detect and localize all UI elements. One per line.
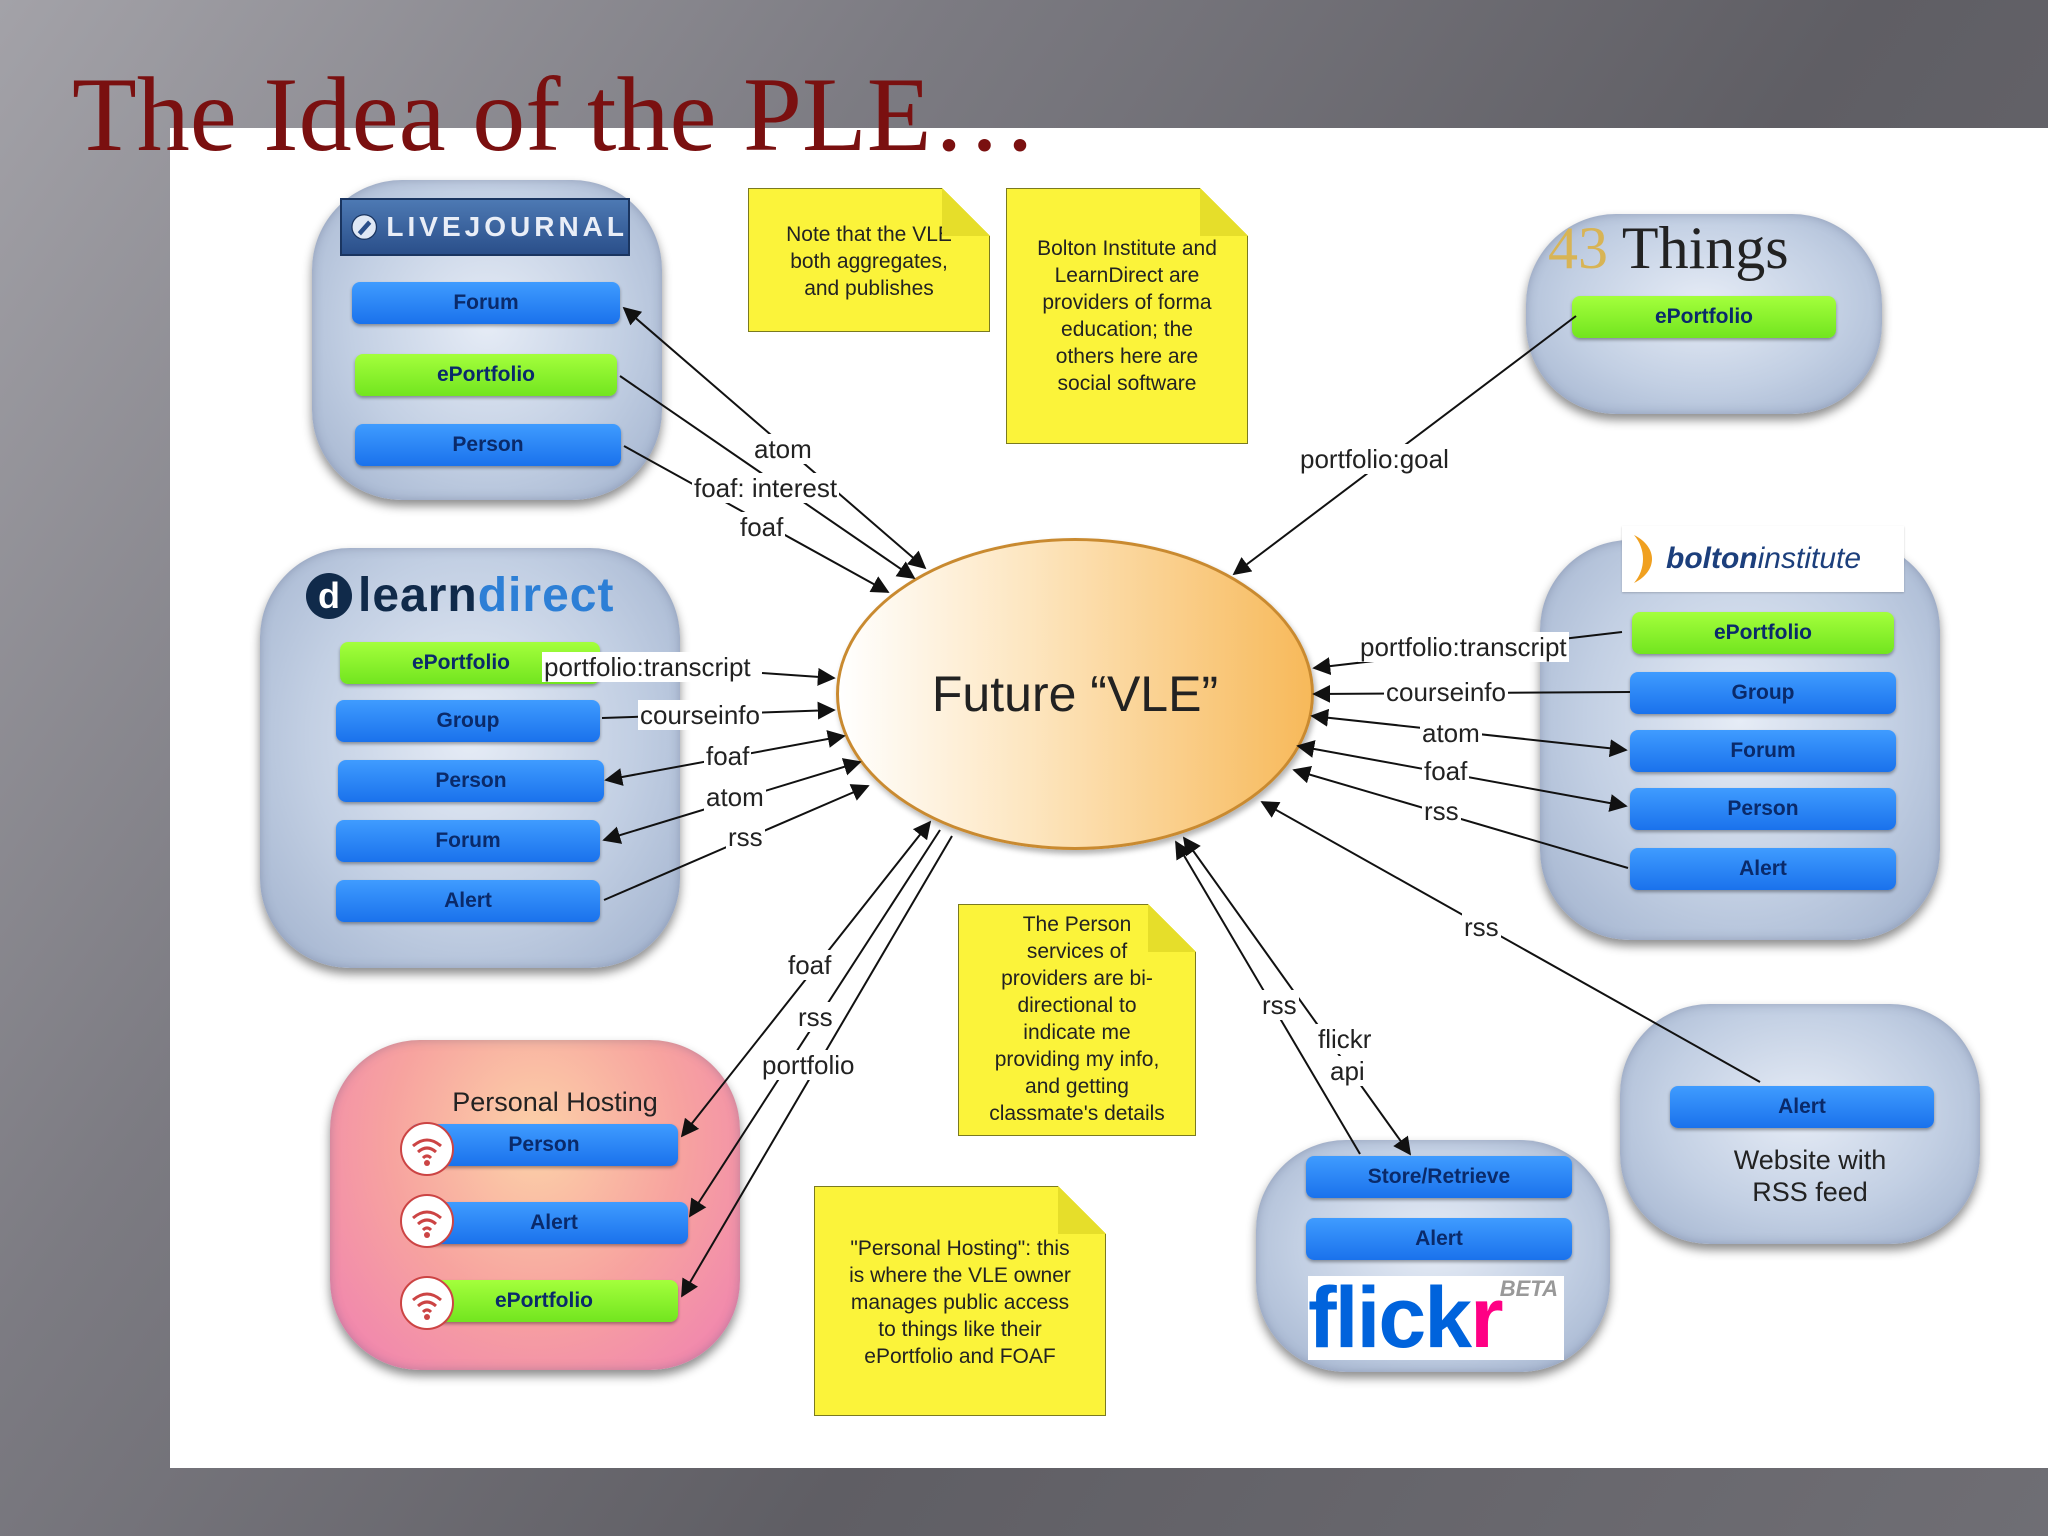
flickr-store-retrieve[interactable]: Store/Retrieve — [1306, 1156, 1572, 1198]
note-personal-hosting-line-5: ePortfolio and FOAF — [864, 1345, 1056, 1368]
label-bolton-foaf: foaf — [1422, 756, 1470, 786]
rss-feed-alert[interactable]: Alert — [1670, 1086, 1934, 1128]
bolton-forum[interactable]: Forum — [1630, 730, 1896, 772]
note-providers-line-6: social software — [1057, 372, 1197, 395]
ph-person[interactable]: Person — [410, 1124, 678, 1166]
note-providers-line-5: others here are — [1055, 345, 1199, 368]
label-foaf-interest: foaf: interest — [692, 473, 840, 503]
label-ph-foaf: foaf — [786, 950, 834, 980]
note-providers-line-1: Bolton Institute and — [1037, 237, 1217, 260]
note-aggregates-fold — [942, 188, 990, 236]
future-vle-node[interactable]: Future “VLE” — [836, 538, 1314, 850]
livejournal-logo: LIVEJOURNAL — [340, 198, 630, 256]
flickr-logo-r: r — [1470, 1270, 1503, 1366]
ph-alert[interactable]: Alert — [420, 1202, 688, 1244]
note-personal-hosting-fold — [1058, 1186, 1106, 1234]
learndirect-logo-direct: direct — [477, 569, 615, 622]
label-bolton-transcript: portfolio:transcript — [1358, 632, 1569, 662]
learndirect-logo-learn: learn — [358, 569, 478, 622]
rss-feed-caption: Website with RSS feed — [1680, 1144, 1940, 1208]
bolton-alert[interactable]: Alert — [1630, 848, 1896, 890]
note-personal-hosting-line-1: "Personal Hosting": this — [850, 1237, 1070, 1260]
label-bolton-atom: atom — [1420, 718, 1482, 748]
note-personal-hosting-line-3: manages public access — [850, 1291, 1070, 1314]
wifi-icon — [400, 1122, 454, 1176]
note-providers-line-2: LearnDirect are — [1054, 264, 1200, 287]
label-ph-portfolio: portfolio — [760, 1050, 857, 1080]
ph-eportfolio[interactable]: ePortfolio — [410, 1280, 678, 1322]
note-person-services-line-7: and getting — [1025, 1075, 1129, 1098]
wifi-icon — [400, 1276, 454, 1330]
label-portfolio-goal: portfolio:goal — [1298, 444, 1451, 474]
lj-eportfolio[interactable]: ePortfolio — [355, 354, 617, 396]
flickr-alert[interactable]: Alert — [1306, 1218, 1572, 1260]
label-ld-rss: rss — [726, 822, 765, 852]
things43-logo-number: 43 — [1548, 215, 1608, 281]
ld-group[interactable]: Group — [336, 700, 600, 742]
note-aggregates-line-2: both aggregates, — [790, 250, 948, 273]
label-ph-rss: rss — [796, 1002, 835, 1032]
note-providers-line-4: education; the — [1061, 318, 1193, 341]
note-person-services-line-4: directional to — [1017, 994, 1137, 1017]
livejournal-logo-text: LIVEJOURNAL — [386, 211, 628, 242]
bolton-group[interactable]: Group — [1630, 672, 1896, 714]
label-ld-atom: atom — [704, 782, 766, 812]
label-bolton-courseinfo: courseinfo — [1384, 677, 1508, 707]
label-atom-livejournal: atom — [752, 434, 814, 464]
lj-forum[interactable]: Forum — [352, 282, 620, 324]
note-person-services-line-1: The Person — [1022, 913, 1132, 936]
wifi-icon — [400, 1194, 454, 1248]
note-person-services-fold — [1148, 904, 1196, 952]
pencil-icon — [351, 214, 378, 240]
personal-hosting-title: Personal Hosting — [452, 1087, 658, 1117]
label-ld-transcript: portfolio:transcript — [542, 652, 753, 682]
flickr-beta-tag: BETA — [1499, 1276, 1558, 1301]
bolton-logo-institute: institute — [1757, 542, 1862, 575]
things43-logo-word: Things — [1621, 215, 1789, 281]
flickr-logo-flick: flick — [1308, 1270, 1472, 1366]
note-person-services-line-5: indicate me — [1023, 1021, 1131, 1044]
ld-forum[interactable]: Forum — [336, 820, 600, 862]
note-aggregates-line-3: and publishes — [804, 277, 934, 300]
label-flickr-api: api — [1328, 1056, 1367, 1086]
label-bolton-rss: rss — [1422, 796, 1461, 826]
bolton-person[interactable]: Person — [1630, 788, 1896, 830]
bolton-swoosh-icon — [1634, 535, 1652, 583]
ld-person[interactable]: Person — [338, 760, 604, 802]
ld-alert[interactable]: Alert — [336, 880, 600, 922]
rss-feed-caption-line-1: Website with — [1733, 1145, 1887, 1175]
label-foaf-livejournal: foaf — [738, 512, 786, 542]
slide-title: The Idea of the PLE… — [72, 56, 1038, 173]
flickr-logo: flickr BETA — [1308, 1275, 1564, 1361]
things43-eportfolio[interactable]: ePortfolio — [1572, 296, 1836, 338]
label-ld-foaf: foaf — [704, 741, 752, 771]
note-personal-hosting-line-2: is where the VLE owner — [849, 1264, 1071, 1287]
rss-feed-caption-line-2: RSS feed — [1752, 1177, 1868, 1207]
note-person-services-line-8: classmate's details — [989, 1102, 1165, 1125]
things43-logo: 43 Things — [1548, 218, 1789, 278]
label-rss-website: rss — [1462, 912, 1501, 942]
note-person-services-line-6: providing my info, — [994, 1048, 1160, 1071]
bolton-eportfolio[interactable]: ePortfolio — [1632, 612, 1894, 654]
note-personal-hosting-line-4: to things like their — [878, 1318, 1042, 1341]
label-flickr-rss: rss — [1260, 990, 1299, 1020]
learndirect-d-icon: d — [306, 572, 352, 619]
label-flickr-flickr: flickr — [1316, 1024, 1374, 1054]
note-person-services-line-2: services of — [1026, 940, 1128, 963]
note-person-services-line-3: providers are bi- — [1001, 967, 1153, 990]
note-providers-fold — [1200, 188, 1248, 236]
note-aggregates-line-1: Note that the VLE — [786, 223, 952, 246]
label-ld-courseinfo: courseinfo — [638, 700, 762, 730]
bolton-logo-bolton: bolton — [1666, 542, 1758, 575]
note-providers-line-3: providers of forma — [1042, 291, 1212, 314]
lj-person[interactable]: Person — [355, 424, 621, 466]
